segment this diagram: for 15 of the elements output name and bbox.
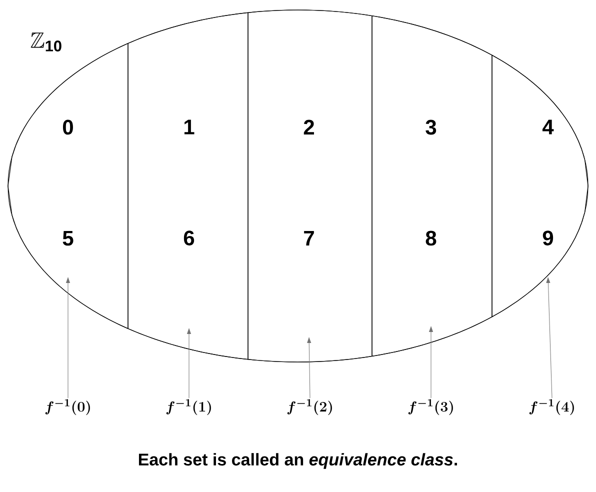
preimage-label: $f^{-1}(0)$ xyxy=(45,399,90,416)
arrow xyxy=(187,328,191,398)
set-region: 1 6 xyxy=(128,12,248,360)
preimage-label: $f^{-1}(3)$ xyxy=(408,399,453,416)
arrow xyxy=(546,278,552,398)
arrow xyxy=(66,278,70,398)
arrow xyxy=(429,326,433,398)
preimage-label: $f^{-1}(1)$ xyxy=(166,399,211,416)
caption: Each set is called an equivalence class. xyxy=(138,453,458,469)
set-region: 4 9 xyxy=(492,54,588,318)
set-region: 2 7 xyxy=(248,10,372,362)
preimage-label: $f^{-1}(2)$ xyxy=(287,399,332,416)
arrow xyxy=(307,338,312,398)
ellipse-shape xyxy=(8,10,588,362)
preimage-label: $f^{-1}(4)$ xyxy=(529,399,574,416)
